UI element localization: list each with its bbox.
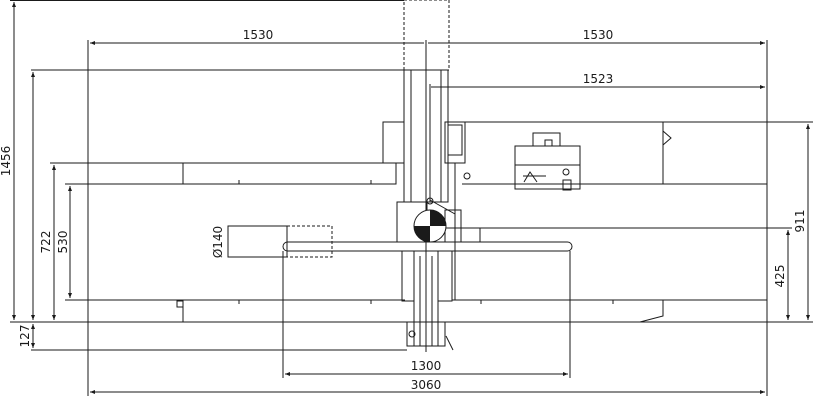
dimension-labels: 1530 1530 1523 1300 3060 1456 722 530 12… (0, 28, 807, 392)
dim-width-right: 1530 (583, 28, 614, 42)
dim-total-length: 3060 (411, 378, 442, 392)
dim-total-depth: 1456 (0, 146, 13, 177)
extension-lines (10, 0, 813, 396)
dim-depth-530: 530 (56, 231, 70, 254)
main-table (454, 122, 767, 323)
dim-width-left: 1530 (243, 28, 274, 42)
saw-blade-symbol (413, 209, 447, 243)
dim-fence-length: 1300 (411, 359, 442, 373)
dim-depth-722: 722 (39, 231, 53, 254)
dim-rip-capacity: 1523 (583, 72, 614, 86)
sliding-carriage (382, 69, 481, 351)
scoring-unit-outline (227, 225, 288, 258)
dim-blade-diameter: Ø140 (211, 226, 225, 258)
dim-depth-127: 127 (18, 325, 32, 348)
dim-height-425: 425 (773, 265, 787, 288)
control-panel-box (514, 132, 581, 191)
left-extension-table (176, 162, 397, 322)
dim-height-911: 911 (793, 210, 807, 233)
dimension-lines (12, 2, 810, 394)
crosscut-fence (227, 225, 573, 258)
